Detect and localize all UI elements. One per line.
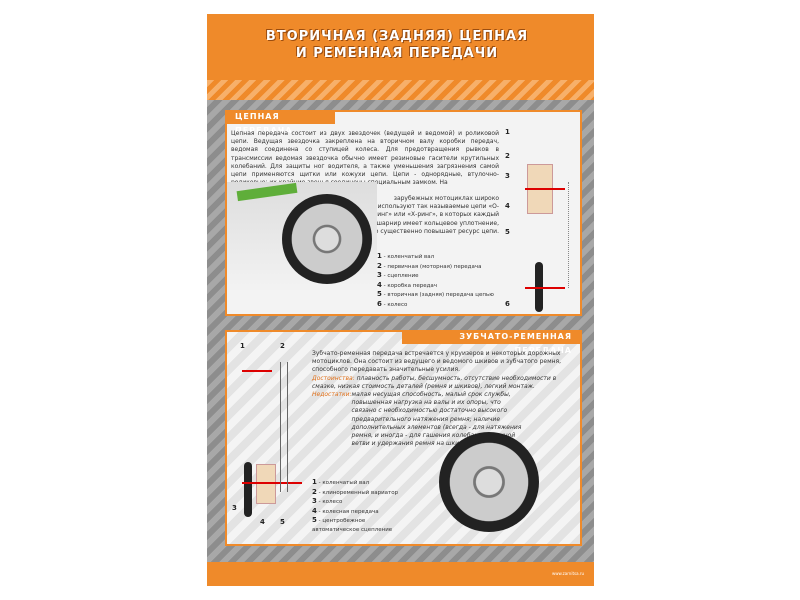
legend-item: 6 - колесо [377,299,408,308]
footer-banner: www.zarnitsa.ru [207,562,594,586]
legend-item: 1 - коленчатый вал [312,478,370,486]
belt-description: Зубчато-ременная передача встречается у … [312,350,574,448]
advantages-label: Достоинства: [312,374,355,382]
belt-legend: 1 - коленчатый вал 2 - клиноременный вар… [312,478,412,535]
disadvantages-label: Недостатки: [312,391,352,399]
shaft-line [525,188,565,190]
chain-description: Цепная передача состоит из двух звездоче… [231,130,499,187]
diagram-number: 4 [505,202,510,210]
legend-item: 5 - вторичная (задняя) передача цепью [377,290,494,299]
title-line-2: И РЕМЕННАЯ ПЕРЕДАЧИ [295,46,499,61]
chain-legend: 1 - коленчатый вал 2 - первичная (моторн… [377,252,494,310]
legend-item: 2 - первичная (моторная) передача [377,261,482,270]
header-banner: ВТОРИЧНАЯ (ЗАДНЯЯ) ЦЕПНАЯ И РЕМЕННАЯ ПЕР… [207,14,594,100]
advantages-text: плавность работы, бесшумность, отсутстви… [312,374,557,390]
belt-diagram: 1 2 3 4 5 [232,342,307,532]
diagram-number: 1 [240,342,245,350]
chain-line [568,182,569,288]
wheel-shape [244,462,252,517]
legend-item: 5 - центробежное автоматическое сцеплени… [312,516,393,533]
axle-line [525,287,565,289]
diagram-number: 3 [505,172,510,180]
chain-description-2: зарубежных мотоциклах широко используют … [367,195,499,235]
gear-shape [256,464,276,504]
diagram-number: 2 [280,342,285,350]
section-heading: ЗУБЧАТО-РЕМЕННАЯ ПЕРЕДАЧА [402,330,582,355]
diagram-number: 6 [505,300,510,308]
poster-title: ВТОРИЧНАЯ (ЗАДНЯЯ) ЦЕПНАЯ И РЕМЕННАЯ ПЕР… [247,28,547,62]
belt-line [280,362,288,492]
legend-item: 2 - клиноременный вариатор [312,487,399,496]
section-heading: ЦЕПНАЯ ПЕРЕДАЧА [225,110,335,135]
legend-item: 1 - коленчатый вал [377,252,435,260]
legend-item: 4 - коробка передач [377,280,438,289]
diagram-number: 3 [232,504,237,512]
motorcycle-image [227,182,377,292]
axle-line [242,482,302,484]
diagram-number: 2 [505,152,510,160]
legend-item: 3 - колесо [312,497,343,506]
legend-item: 3 - сцепление [377,271,419,280]
diagram-number: 4 [260,518,265,526]
chain-diagram: 1 2 3 4 5 6 [505,122,580,312]
legend-item: 4 - колесная передача [312,506,379,515]
diagram-number: 5 [505,228,510,236]
diagram-number: 5 [280,518,285,526]
diagram-number: 1 [505,128,510,136]
shaft-line [242,370,272,372]
belt-text: Зубчато-ременная передача встречается у … [312,350,562,374]
belt-drive-section: ЗУБЧАТО-РЕМЕННАЯ ПЕРЕДАЧА Зубчато-ременн… [225,330,582,546]
disadvantages-text: малая несущая способность, малый срок сл… [351,391,522,448]
scooter-wheel-image [439,432,539,532]
header-stripe [207,80,594,100]
chain-drive-section: ЦЕПНАЯ ПЕРЕДАЧА Цепная передача состоит … [225,110,582,316]
title-line-1: ВТОРИЧНАЯ (ЗАДНЯЯ) ЦЕПНАЯ [265,29,529,44]
footer-text: www.zarnitsa.ru [551,571,584,576]
poster: ВТОРИЧНАЯ (ЗАДНЯЯ) ЦЕПНАЯ И РЕМЕННАЯ ПЕР… [207,14,594,586]
